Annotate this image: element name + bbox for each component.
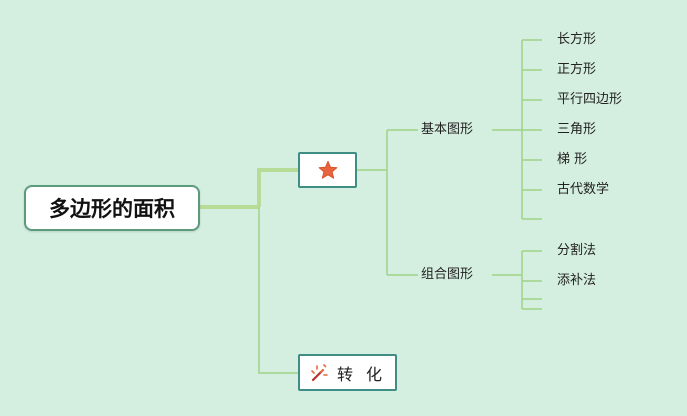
item-rectangle[interactable]: 长方形 xyxy=(557,32,597,47)
transform-label: 转 化 xyxy=(336,364,387,384)
trunk-lower xyxy=(258,207,298,374)
item-ancient-math[interactable]: 古代数学 xyxy=(557,182,610,197)
combined-shapes-label[interactable]: 组合图形 xyxy=(421,267,474,282)
basic-bracket-ticks xyxy=(522,39,542,220)
star-branch-node[interactable] xyxy=(298,152,357,188)
magic-wand-icon xyxy=(311,363,328,381)
basic-shapes-label[interactable]: 基本图形 xyxy=(421,122,474,137)
root-label: 多边形的面积 xyxy=(49,197,175,221)
item-square[interactable]: 正方形 xyxy=(557,62,597,77)
item-fill-method[interactable]: 添补法 xyxy=(557,273,597,288)
star-icon xyxy=(318,160,337,179)
trunk-upper xyxy=(257,168,298,207)
transform-branch-node[interactable]: 转 化 xyxy=(298,354,397,391)
item-triangle[interactable]: 三角形 xyxy=(557,122,597,137)
item-split-method[interactable]: 分割法 xyxy=(557,243,597,258)
item-parallelogram[interactable]: 平行四边形 xyxy=(557,92,623,107)
combined-bracket-ticks xyxy=(522,250,542,310)
root-node[interactable]: 多边形的面积 xyxy=(24,185,200,231)
item-trapezoid[interactable]: 梯 形 xyxy=(557,152,588,167)
